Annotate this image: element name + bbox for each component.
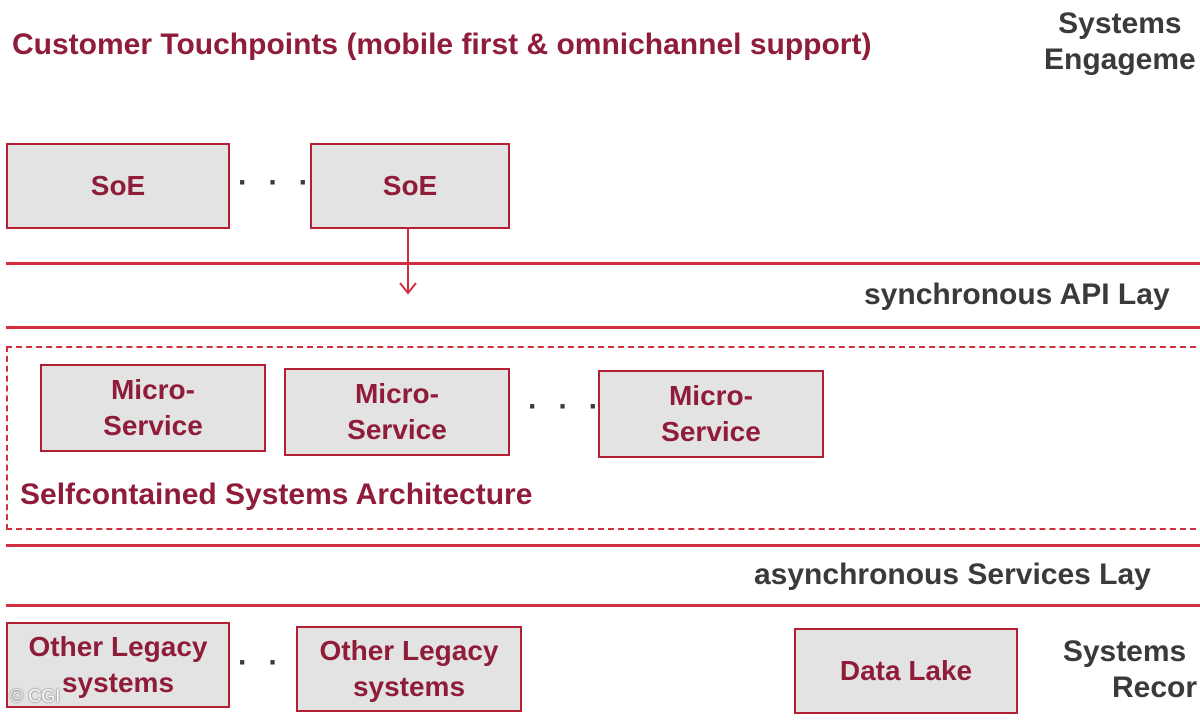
soe-ellipsis: · · · bbox=[238, 166, 315, 199]
selfcontained-systems-region bbox=[6, 346, 1200, 530]
services-layer-bottom-line bbox=[6, 604, 1200, 607]
soe-box-1: SoE bbox=[6, 143, 230, 229]
services-layer-top-line bbox=[6, 544, 1200, 547]
services-layer-label: asynchronous Services Lay bbox=[754, 558, 1151, 591]
records-label-line-2: Recor bbox=[1112, 671, 1198, 704]
microservice-box-3: Micro- Service bbox=[598, 370, 824, 458]
data-lake-box: Data Lake bbox=[794, 628, 1018, 714]
legacy-system-box-2-label: Other Legacy systems bbox=[319, 635, 499, 702]
systems-of-record-label: Systems Recor bbox=[1052, 634, 1197, 706]
microservice-box-1-label: Micro- Service bbox=[103, 374, 203, 441]
soe-box-1-label: SoE bbox=[90, 170, 146, 201]
microservice-box-2-label: Micro- Service bbox=[347, 378, 447, 445]
legacy-system-box-1: Other Legacy systems bbox=[6, 622, 230, 708]
engagement-label-line-1: Systems bbox=[1058, 7, 1182, 40]
microservice-box-2: Micro- Service bbox=[284, 368, 510, 456]
data-lake-label: Data Lake bbox=[839, 655, 973, 686]
soe-box-2-label: SoE bbox=[382, 170, 438, 201]
architecture-label: Selfcontained Systems Architecture bbox=[20, 478, 533, 511]
microservice-ellipsis: · · · bbox=[528, 390, 605, 423]
diagram-title: Customer Touchpoints (mobile first & omn… bbox=[12, 28, 872, 61]
legacy-system-box-2: Other Legacy systems bbox=[296, 626, 522, 712]
copyright-watermark: © CGI bbox=[10, 686, 61, 706]
legacy-system-box-1-label: Other Legacy systems bbox=[28, 631, 208, 698]
down-arrow-icon bbox=[399, 229, 417, 295]
microservice-box-1: Micro- Service bbox=[40, 364, 266, 452]
microservice-box-3-label: Micro- Service bbox=[661, 380, 761, 447]
api-layer-label: synchronous API Lay bbox=[864, 278, 1170, 311]
soe-box-2: SoE bbox=[310, 143, 510, 229]
engagement-label-line-2: Engageme bbox=[1044, 43, 1196, 76]
records-label-line-1: Systems bbox=[1062, 635, 1187, 668]
systems-of-engagement-label: Systems Engageme bbox=[1044, 6, 1196, 78]
api-layer-bottom-line bbox=[6, 326, 1200, 329]
api-layer-top-line bbox=[6, 262, 1200, 265]
